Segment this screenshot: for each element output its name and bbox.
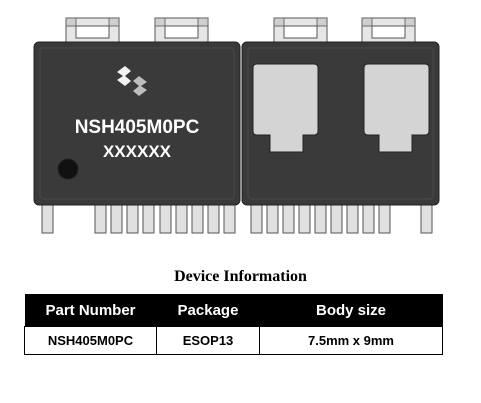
header-body-size: Body size [259, 294, 443, 327]
pin1-indicator [57, 158, 79, 180]
bottom-bottom-leads [250, 202, 433, 234]
package-drawing: NSH405M0PC XXXXXX [33, 17, 440, 234]
exposed-pad-left [252, 63, 319, 153]
table-header-row: Part Number Package Body size [24, 294, 443, 327]
front-bottom-leads [41, 202, 236, 234]
bottom-view [241, 17, 440, 234]
device-info-table: Part Number Package Body size NSH405M0PC… [24, 294, 443, 355]
cell-part-number: NSH405M0PC [24, 326, 157, 355]
front-top-tab-right [154, 17, 209, 44]
table-row: NSH405M0PC ESOP13 7.5mm x 9mm [24, 326, 443, 355]
front-view: NSH405M0PC XXXXXX [33, 17, 241, 234]
part-marking: NSH405M0PC [75, 117, 200, 138]
device-info-title: Device Information [174, 268, 307, 285]
cell-package: ESOP13 [156, 326, 260, 355]
bottom-top-tab-left [273, 17, 328, 44]
front-top-tab-left [65, 17, 120, 44]
header-part-number: Part Number [24, 294, 157, 327]
header-package: Package [156, 294, 260, 327]
bottom-top-tab-right [361, 17, 416, 44]
cell-body-size: 7.5mm x 9mm [259, 326, 443, 355]
novosense-logo-icon [117, 66, 147, 96]
exposed-pad-right [363, 63, 430, 153]
front-chip-body [33, 41, 241, 206]
lot-marking: XXXXXX [103, 142, 172, 161]
